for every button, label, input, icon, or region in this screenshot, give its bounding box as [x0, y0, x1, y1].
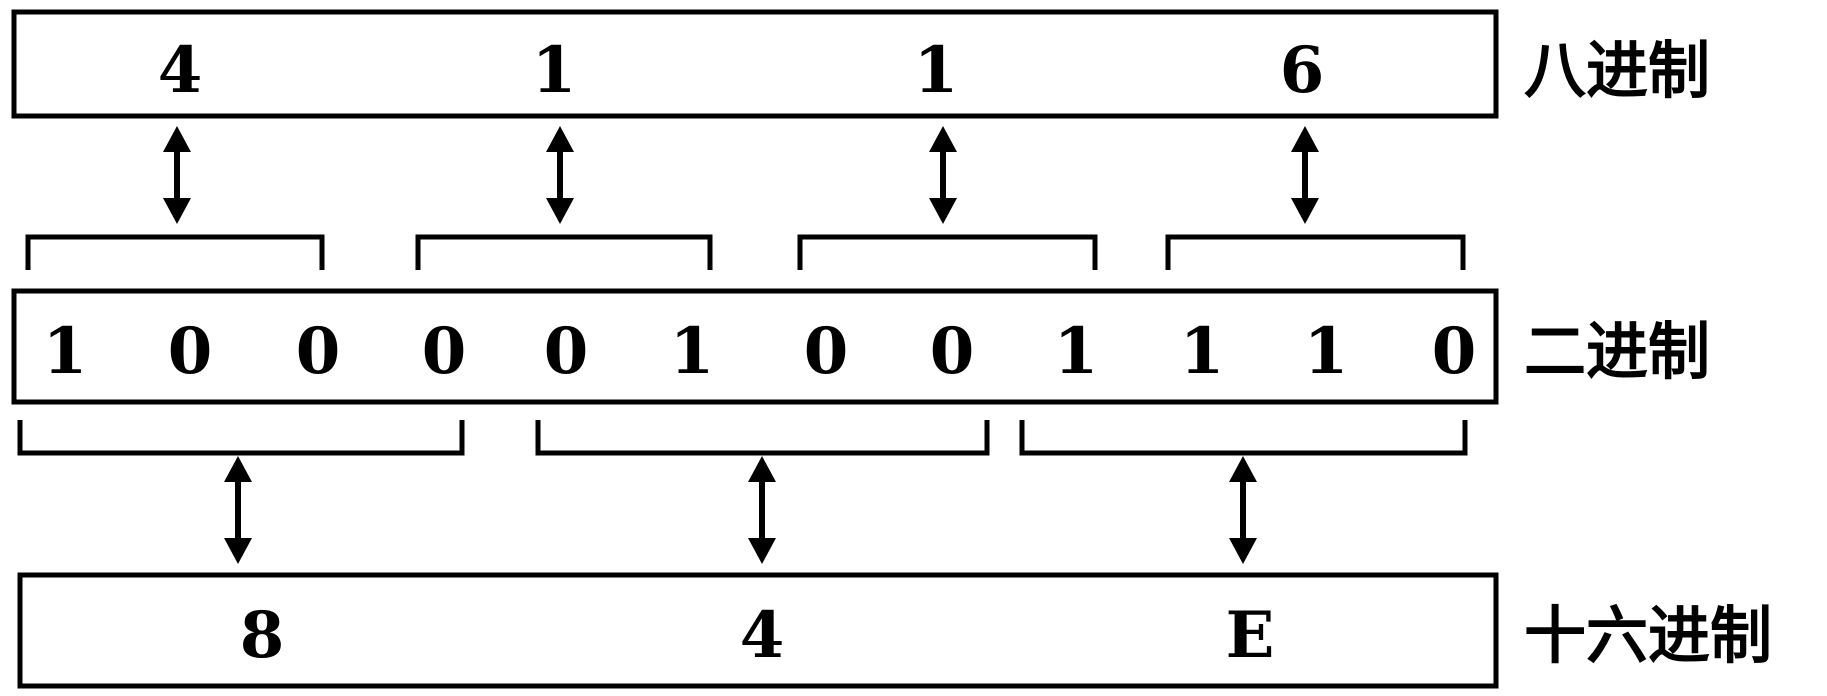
double-arrow — [546, 126, 574, 224]
double-arrow — [1291, 126, 1319, 224]
octal-digit: 6 — [1280, 33, 1325, 108]
octal-group-bracket — [797, 234, 1098, 270]
hex-label: 十六进制 — [1524, 599, 1772, 672]
octal-group-bracket — [1165, 234, 1466, 270]
binary-digit: 0 — [1432, 314, 1477, 389]
binary-digit: 1 — [1180, 314, 1225, 389]
binary-box — [11, 288, 1499, 405]
binary-digit: 0 — [544, 314, 589, 389]
double-arrow — [748, 456, 776, 564]
octal-row: 4 1 1 6 八进制 — [11, 9, 1710, 119]
octal-connectors — [25, 126, 1466, 270]
binary-label: 二进制 — [1524, 315, 1710, 388]
octal-digit: 1 — [914, 33, 959, 108]
double-arrow — [1229, 456, 1257, 564]
hex-group-bracket — [1019, 420, 1468, 456]
double-arrow — [163, 126, 191, 224]
octal-group-bracket — [415, 234, 713, 270]
hex-connectors — [17, 420, 1468, 564]
hex-group-bracket — [535, 420, 990, 456]
binary-digit: 1 — [670, 314, 715, 389]
binary-digit: 0 — [804, 314, 849, 389]
hex-digit: 4 — [740, 598, 785, 673]
octal-label: 八进制 — [1524, 34, 1710, 107]
binary-digit: 1 — [1304, 314, 1349, 389]
binary-digit: 1 — [1054, 314, 1099, 389]
binary-digit: 0 — [168, 314, 213, 389]
binary-digits: 1 0 0 0 0 1 0 0 1 1 1 0 — [43, 314, 1477, 389]
hex-digit: E — [1226, 598, 1275, 673]
binary-digit: 0 — [296, 314, 341, 389]
binary-digit: 0 — [930, 314, 975, 389]
binary-row: 1 0 0 0 0 1 0 0 1 1 1 0 二进制 — [11, 288, 1710, 405]
hex-group-bracket — [17, 420, 465, 456]
octal-digit: 1 — [532, 33, 577, 108]
hex-digit: 8 — [240, 598, 285, 673]
hex-box — [17, 572, 1499, 689]
octal-box — [11, 9, 1499, 119]
octal-digit: 4 — [158, 33, 203, 108]
octal-group-bracket — [25, 234, 325, 270]
double-arrow — [224, 456, 252, 564]
hex-row: 8 4 E 十六进制 — [17, 572, 1772, 689]
double-arrow — [929, 126, 957, 224]
binary-digit: 1 — [43, 314, 88, 389]
binary-digit: 0 — [422, 314, 467, 389]
